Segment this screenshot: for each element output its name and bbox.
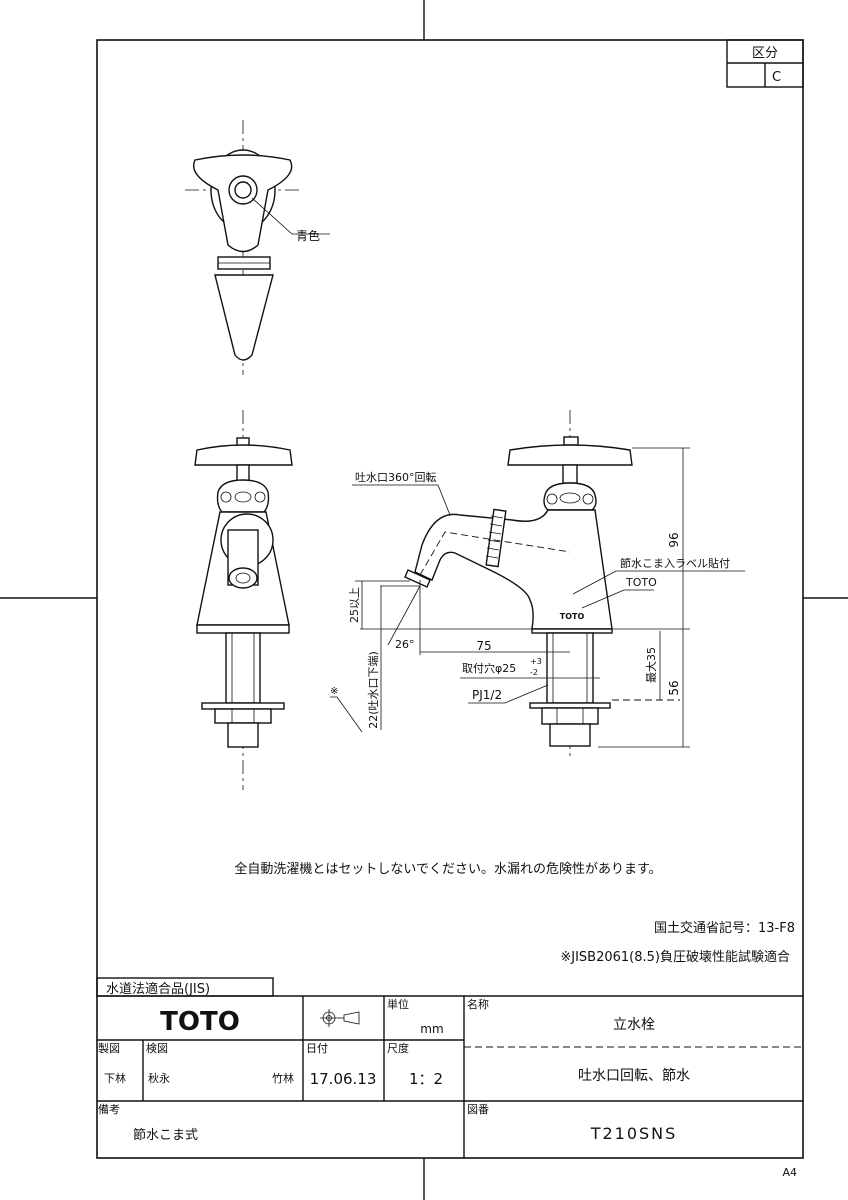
label-brand-mark: TOTO (625, 576, 657, 589)
dim-angle: 26° (395, 638, 415, 651)
drawing-border (96, 39, 804, 1159)
scale-label: 尺度 (387, 1041, 409, 1055)
checked-by-1: 秋永 (148, 1071, 170, 1085)
dim-hole-tol-plus: +3 (530, 657, 542, 666)
name-label: 名称 (467, 997, 489, 1011)
dim-hole-tol-minus: -2 (530, 668, 538, 677)
category-box: 区分 C (726, 39, 804, 88)
date-label: 日付 (306, 1042, 328, 1055)
jis-test-note: ※JISB2061(8.5)負圧破壊性能試験適合 (560, 949, 790, 965)
body-logo: TOTO (560, 612, 585, 621)
checked-label: 検図 (146, 1041, 168, 1055)
dim-25-min: 25以上 (348, 587, 361, 623)
label-sticker: 節水こま入ラベル貼付 (620, 556, 730, 570)
dim-thread: PJ1/2 (472, 688, 502, 702)
dim-96: 96 (667, 532, 681, 547)
product-subtitle: 吐水口回転、節水 (578, 1067, 690, 1084)
date-value: 17.06.13 (310, 1070, 377, 1088)
warning-note: 全自動洗濯機とはセットしないでください。水漏れの危険性があります。 (234, 861, 661, 877)
unit-label: 単位 (387, 997, 409, 1011)
product-name: 立水栓 (613, 1017, 655, 1033)
drawing-no-label: 図番 (467, 1103, 489, 1116)
dim-max35: 最大35 (644, 647, 658, 683)
drawing-no-value: T210SNS (590, 1124, 678, 1143)
knurl-ring (485, 515, 504, 559)
side-view: TOTO 96 56 最大35 25以上 22(吐水口下端) 75 26° (330, 410, 745, 760)
paper-size: A4 (782, 1166, 797, 1179)
scale-value: 1：2 (409, 1070, 443, 1088)
dim-hole: 取付穴φ25 (462, 661, 516, 675)
category-value: C (772, 70, 781, 85)
dim-75: 75 (476, 639, 491, 653)
top-view: 青色 (185, 120, 330, 375)
checked-by-2: 竹林 (272, 1071, 294, 1085)
remarks-value: 節水こま式 (133, 1128, 198, 1143)
brand-logo: TOTO (160, 1007, 240, 1037)
label-blue: 青色 (296, 229, 320, 243)
third-angle-projection-icon (320, 1009, 360, 1027)
title-block: 水道法適合品(JIS) TOTO 単位 mm 名称 立水栓 吐水口回転、節水 製… (96, 977, 803, 1158)
compliance-label: 水道法適合品(JIS) (106, 981, 210, 997)
drawn-by: 下林 (104, 1071, 126, 1085)
remarks-label: 備考 (98, 1103, 120, 1116)
dim-22: 22(吐水口下端) (367, 651, 380, 729)
dim-56: 56 (667, 680, 681, 695)
label-spout-rotation: 吐水口360°回転 (355, 471, 437, 484)
unit-value: mm (420, 1022, 443, 1036)
ministry-code: 国土交通省記号：13-F8 (654, 920, 795, 936)
category-label: 区分 (752, 46, 778, 61)
drawn-label: 製図 (98, 1041, 120, 1055)
note-mark: ※ (330, 686, 338, 697)
front-view (194, 410, 293, 790)
